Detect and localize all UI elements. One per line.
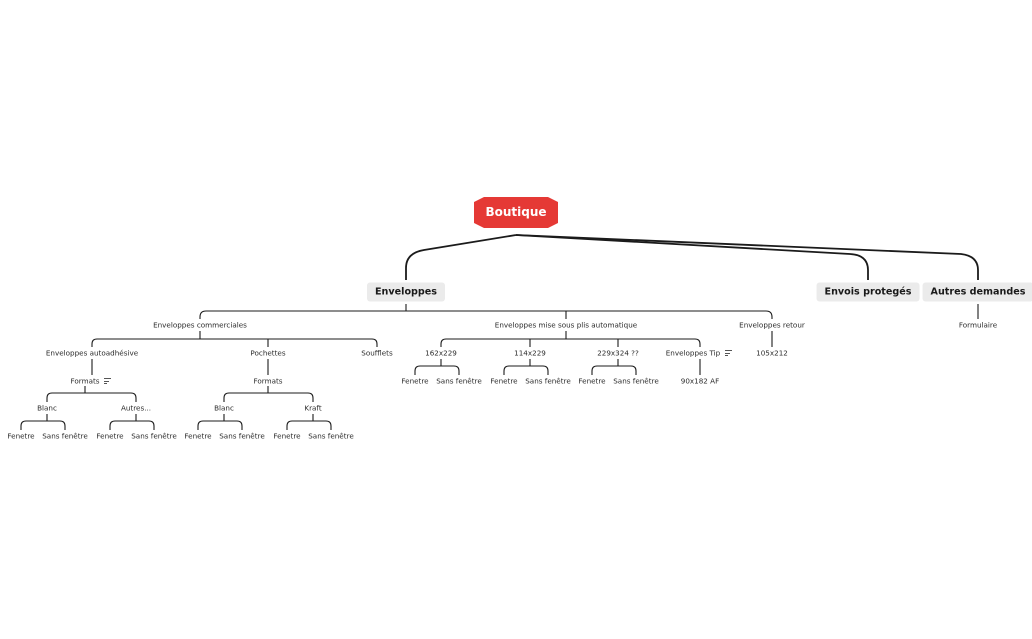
topic-envois-proteges[interactable]: Envois protegés [816,282,920,302]
subtopic-pochettes[interactable]: Pochettes [250,348,286,358]
root-label: Boutique [485,205,547,219]
leaf-sans-fenetre[interactable]: Sans fenêtre [219,431,265,441]
subtopic-kraft[interactable]: Kraft [304,403,322,413]
subtopic-blanc[interactable]: Blanc [37,403,57,413]
leaf-90x182-af[interactable]: 90x182 AF [680,376,720,386]
leaf-fenetre[interactable]: Fenetre [273,431,301,441]
subtopic-autoadhesive[interactable]: Enveloppes autoadhésive [45,348,139,358]
leaf-sans-fenetre[interactable]: Sans fenêtre [42,431,88,441]
leaf-fenetre[interactable]: Fenetre [401,376,429,386]
topic-autres-demandes[interactable]: Autres demandes [922,282,1032,302]
leaf-sans-fenetre[interactable]: Sans fenêtre [131,431,177,441]
subtopic-229x324[interactable]: 229x324 ?? [597,348,639,358]
subtopic-soufflets[interactable]: Soufflets [361,348,393,358]
subtopic-formulaire[interactable]: Formulaire [958,320,998,330]
subtopic-enveloppes-commerciales[interactable]: Enveloppes commerciales [153,320,247,330]
leaf-sans-fenetre[interactable]: Sans fenêtre [436,376,482,386]
notes-icon[interactable] [725,350,732,356]
subtopic-formats-pochettes[interactable]: Formats [253,376,283,386]
leaf-sans-fenetre[interactable]: Sans fenêtre [308,431,354,441]
leaf-fenetre[interactable]: Fenetre [96,431,124,441]
subtopic-enveloppes-tip[interactable]: Enveloppes Tip [665,348,721,358]
leaf-fenetre[interactable]: Fenetre [490,376,518,386]
root-shape [474,197,558,228]
root-topic-boutique[interactable]: Boutique [474,196,558,229]
subtopic-162x229[interactable]: 162x229 [425,348,457,358]
leaf-sans-fenetre[interactable]: Sans fenêtre [525,376,571,386]
topic-enveloppes[interactable]: Enveloppes [367,282,445,302]
subtopic-autres[interactable]: Autres... [120,403,152,413]
notes-icon[interactable] [104,378,111,384]
leaf-sans-fenetre[interactable]: Sans fenêtre [613,376,659,386]
subtopic-mise-sous-plis[interactable]: Enveloppes mise sous plis automatique [494,320,638,330]
subtopic-105x212[interactable]: 105x212 [756,348,788,358]
subtopic-formats-autoadhesive[interactable]: Formats [70,376,100,386]
leaf-fenetre[interactable]: Fenetre [7,431,35,441]
subtopic-enveloppes-retour[interactable]: Enveloppes retour [739,320,805,330]
leaf-fenetre[interactable]: Fenetre [578,376,606,386]
subtopic-114x229[interactable]: 114x229 [514,348,546,358]
leaf-fenetre[interactable]: Fenetre [184,431,212,441]
subtopic-blanc-pochettes[interactable]: Blanc [214,403,234,413]
